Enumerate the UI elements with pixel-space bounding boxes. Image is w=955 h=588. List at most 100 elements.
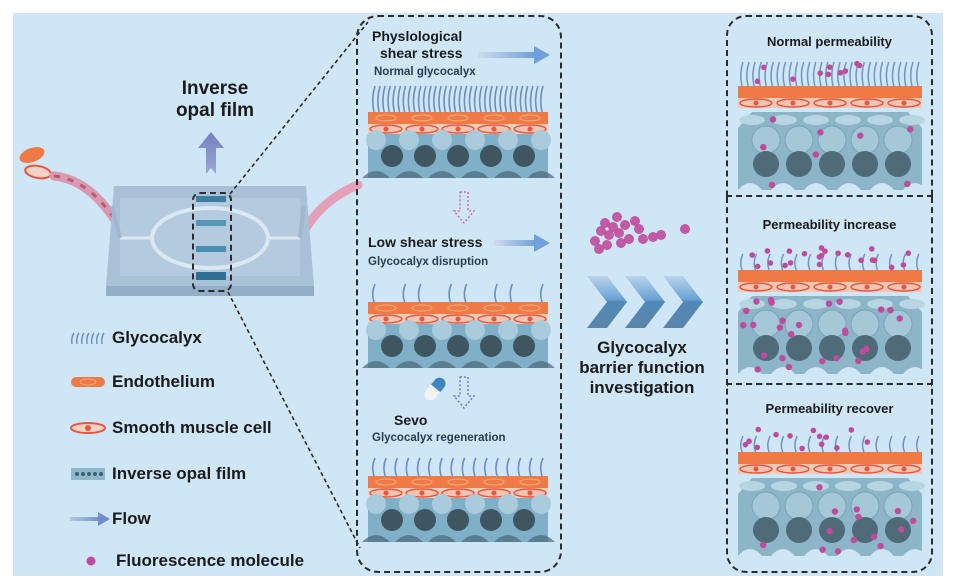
stage1-title-line-2: shear stress (380, 45, 463, 61)
legend-item: Endothelium (70, 372, 215, 392)
zoom-region-box (192, 192, 232, 292)
fluorescence-molecule (768, 181, 776, 189)
fluorescence-molecule (759, 541, 767, 549)
glycocalyx-strand (739, 61, 744, 87)
glycocalyx-strand (780, 435, 785, 453)
glycocalyx-strand (494, 283, 498, 303)
opal-pore (751, 125, 781, 155)
glycocalyx-strand (495, 457, 499, 477)
glycocalyx-strand (392, 85, 397, 113)
glycocalyx-strand (382, 85, 386, 113)
fluorescence-molecule (816, 484, 823, 491)
fluorescence-molecule (844, 252, 851, 258)
endothelium-cell (375, 304, 397, 312)
legend-item: Inverse opal film (70, 464, 246, 484)
endothelium-cell (411, 478, 433, 486)
glycocalyx-strand (463, 283, 468, 303)
tissue-normal-permeability (738, 60, 927, 190)
fluorescence-molecule (905, 250, 912, 256)
glycocalyx-strand (831, 61, 835, 87)
fluorescence-molecule (634, 224, 644, 234)
glycocalyx-strand (439, 457, 443, 477)
fluorescence-molecule (870, 533, 878, 540)
legend-label: Fluorescence molecule (116, 551, 305, 570)
opal-pore (870, 549, 894, 556)
glycocalyx-strand (794, 435, 798, 453)
opal-pore (531, 320, 551, 340)
glycocalyx-strand (438, 85, 442, 113)
glycocalyx-strand (739, 253, 744, 271)
glycocalyx-strand (875, 435, 880, 453)
opal-pore (395, 171, 423, 178)
fluorescence-molecule (848, 427, 855, 433)
glycocalyx-strand (902, 253, 907, 271)
opal-pore (447, 335, 469, 357)
legend-item: Smooth muscle cell (70, 418, 272, 438)
fluorescence-molecule (818, 441, 825, 448)
opal-pore (771, 299, 797, 309)
glycocalyx-strand (417, 283, 422, 303)
smooth-muscle-cell-icon (70, 422, 106, 434)
fluorescence-molecule (760, 352, 768, 359)
fluorescence-molecule (816, 261, 823, 268)
opal-pore (850, 309, 880, 339)
glycocalyx-strand (514, 85, 519, 113)
fluorescence-molecule (760, 143, 767, 151)
opal-pore (513, 335, 535, 357)
fluorescence-molecule (787, 433, 793, 439)
endothelium-cell (483, 304, 505, 312)
glycocalyx-strand (909, 61, 914, 87)
fluorescence-molecule (779, 354, 786, 362)
glycocalyx-strand (453, 85, 458, 113)
glycocalyx-strand (405, 457, 410, 477)
flow-arrow-icon (494, 234, 550, 252)
glycocalyx-strand (885, 61, 890, 87)
glycocalyx-strand (504, 85, 509, 113)
opal-pore (428, 535, 456, 542)
endothelium-layer (738, 86, 922, 98)
fluorescence-molecule (767, 296, 775, 304)
opal-pore (885, 517, 911, 543)
opal-pore (852, 151, 878, 177)
opal-pore (432, 130, 452, 150)
endothelium-icon (71, 377, 105, 387)
fluorescence-molecule (761, 64, 767, 71)
glycocalyx-strand (427, 85, 432, 113)
glycocalyx-strand (807, 253, 812, 271)
opal-pore (771, 549, 795, 556)
opal-pore (480, 145, 502, 167)
opal-pore (739, 481, 765, 491)
glycocalyx-strand (794, 253, 798, 271)
fluorescence-molecule (600, 218, 610, 228)
opal-pore (465, 494, 485, 514)
opal-pore (751, 491, 781, 521)
endothelium-layer (738, 452, 922, 464)
stage1-title-line-1: Physlological (372, 28, 463, 44)
opal-pore (527, 171, 555, 178)
opal-pore (885, 151, 911, 177)
title-line-1: Inverse (181, 78, 249, 99)
opal-pore (784, 491, 814, 521)
glycocalyx-strand (463, 85, 468, 113)
opal-pore (447, 509, 469, 531)
opal-pore (786, 335, 812, 361)
opal-pore (835, 115, 861, 125)
fluorescence-molecule (754, 366, 761, 373)
glycocalyx-strand (788, 61, 793, 87)
glycocalyx-strand (767, 435, 771, 453)
glycocalyx-strand (843, 61, 847, 87)
fluorescence-molecule (799, 445, 805, 452)
glycocalyx-strand (539, 283, 544, 303)
opal-pore (771, 183, 795, 190)
fluorescence-molecule (750, 321, 757, 329)
opal-pore (753, 335, 779, 361)
opal-pore (817, 491, 847, 521)
opal-pore (428, 171, 456, 178)
glycocalyx-strand (509, 85, 514, 113)
endothelium-cell (519, 478, 541, 486)
inverse-opal-film-icon (71, 468, 105, 480)
right-panel-title: Permeability recover (765, 401, 894, 416)
glycocalyx-strand (524, 85, 529, 113)
opal-pore (480, 335, 502, 357)
glycocalyx-strand (528, 457, 533, 477)
